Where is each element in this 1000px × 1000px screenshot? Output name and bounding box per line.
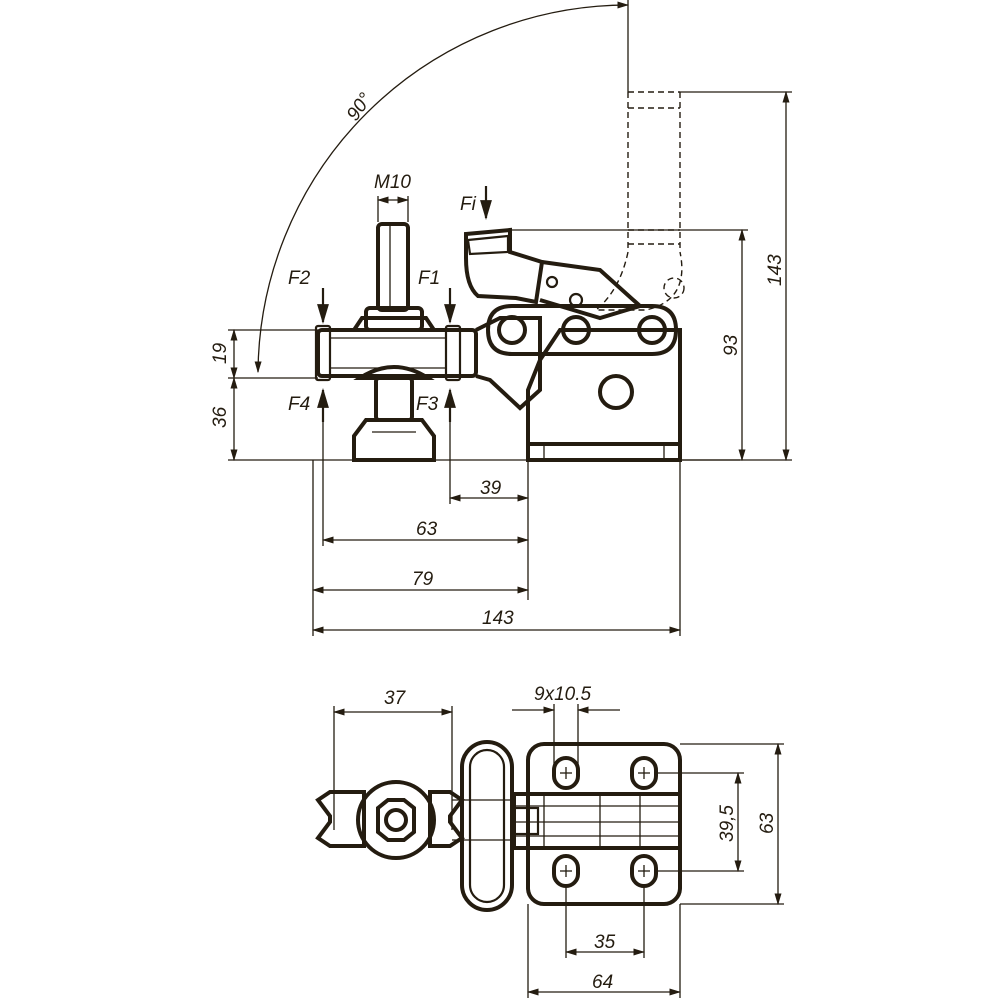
dim-slot-label: 9x10.5 bbox=[534, 684, 591, 705]
dim-37-label: 37 bbox=[384, 688, 407, 709]
dim-143-horiz-label: 143 bbox=[482, 608, 514, 629]
left-dimensions: 19 36 bbox=[210, 328, 740, 462]
angle-label: 90° bbox=[343, 89, 377, 125]
dim-79-label: 79 bbox=[412, 569, 434, 590]
thread-label: M10 bbox=[374, 172, 411, 193]
dim-19-label: 19 bbox=[210, 342, 231, 364]
force-f4-label: F4 bbox=[288, 394, 310, 415]
top-arm bbox=[315, 780, 510, 860]
top-dimensions: 37 9x10.5 39,5 63 35 64 bbox=[332, 684, 784, 998]
dim-39-label: 39 bbox=[480, 478, 502, 499]
force-f2-label: F2 bbox=[288, 268, 311, 289]
front-view: 90° bbox=[210, 0, 792, 636]
dim-64-label: 64 bbox=[592, 972, 613, 993]
dim-63-label: 63 bbox=[416, 519, 438, 540]
force-fi-label: Fi bbox=[460, 194, 477, 215]
swing-arc bbox=[254, 1, 630, 374]
spindle bbox=[350, 222, 438, 462]
top-view: 37 9x10.5 39,5 63 35 64 bbox=[315, 684, 784, 998]
top-base-plate bbox=[512, 742, 682, 906]
force-arrows: Fi F2 F1 F4 F3 bbox=[288, 186, 492, 422]
base-body bbox=[526, 328, 682, 462]
dim-36-label: 36 bbox=[210, 406, 231, 428]
dim-39-5-label: 39,5 bbox=[717, 805, 738, 842]
right-dimensions: 93 143 bbox=[510, 90, 792, 462]
force-f3-label: F3 bbox=[416, 394, 439, 415]
dim-93-label: 93 bbox=[721, 334, 742, 356]
bottom-dimensions: 39 63 79 143 bbox=[311, 420, 682, 636]
dim-143-vert-label: 143 bbox=[765, 254, 786, 286]
dim-35-label: 35 bbox=[594, 932, 616, 953]
link-plates bbox=[485, 304, 679, 356]
dim-63-top-label: 63 bbox=[757, 812, 778, 834]
force-f1-label: F1 bbox=[418, 268, 440, 289]
